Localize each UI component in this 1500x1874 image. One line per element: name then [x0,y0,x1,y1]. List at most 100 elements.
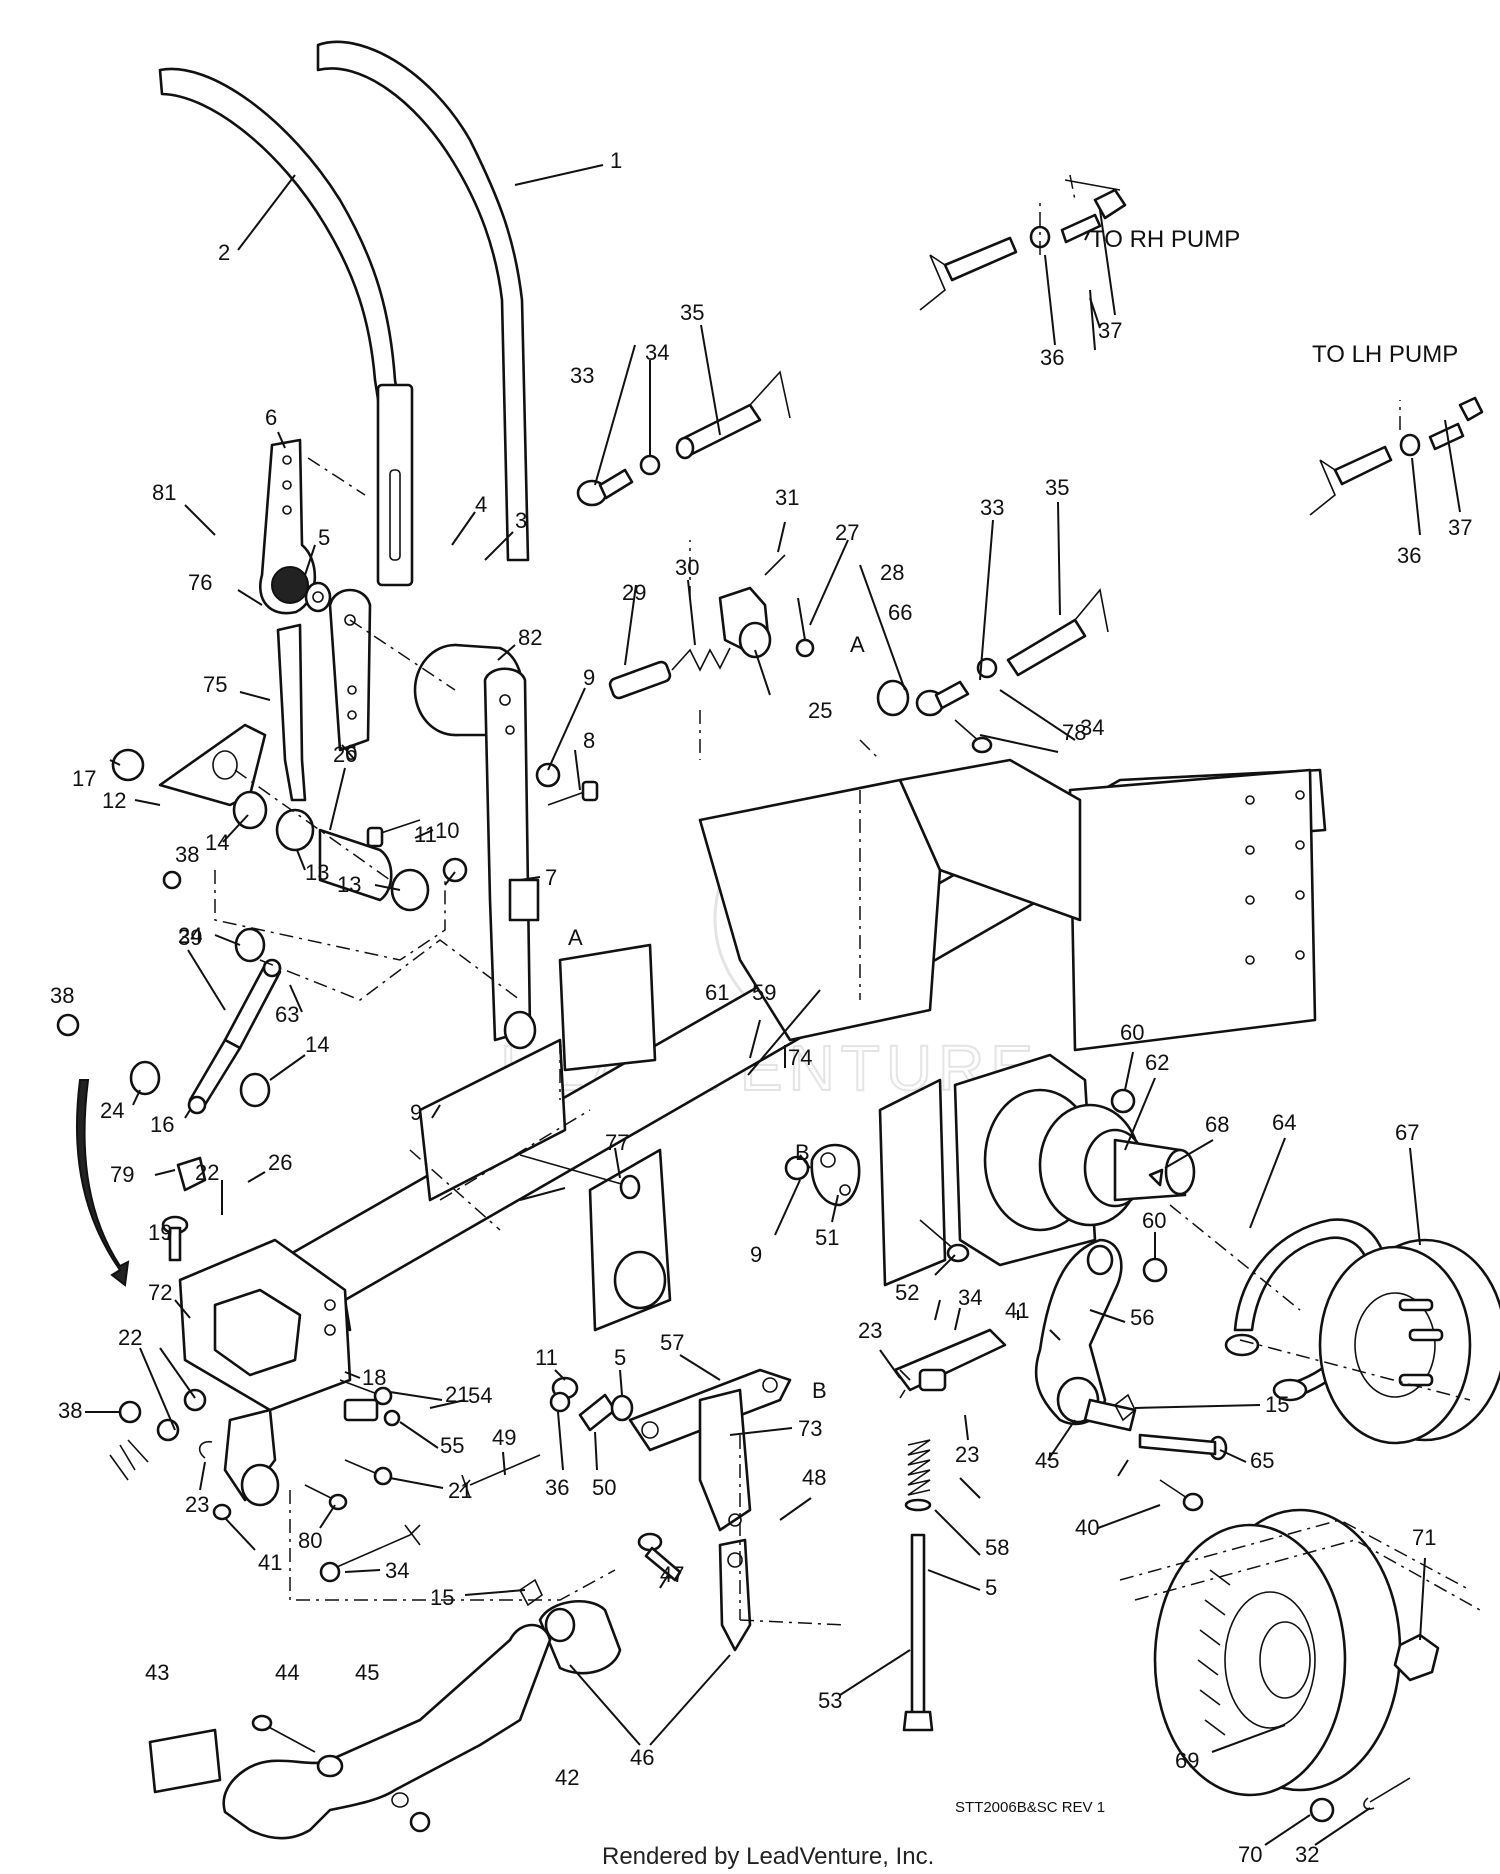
bushings-24 [129,927,266,1096]
bushing-51 [810,1143,861,1207]
callout-53: 53 [818,1688,842,1713]
callout-34-lower: 34 [385,1558,409,1583]
render-credit: Rendered by LeadVenture, Inc. [602,1843,934,1870]
callout-3: 3 [515,508,527,533]
callout-77: 77 [605,1130,629,1155]
callout-29: 29 [622,580,646,605]
callout-64: 64 [1272,1110,1296,1135]
nut-70 [1309,1797,1335,1823]
callout-30: 30 [675,555,699,580]
callout-28: 28 [880,560,904,585]
callout-47: 47 [660,1562,684,1587]
callout-9-mid: 9 [410,1100,422,1125]
callout-33-mid: 33 [980,495,1004,520]
bolt-19 [161,1215,189,1262]
callout-48: 48 [802,1465,826,1490]
control-rod-35-upper [675,370,791,460]
rod-end-33-upper [576,468,634,507]
callout-5-right: 5 [985,1575,997,1600]
callout-38-mid: 38 [50,983,74,1008]
pivot-54-55 [343,1398,401,1427]
callout-78: 78 [1062,720,1086,745]
nut-71 [1393,1633,1440,1682]
callout-16: 16 [150,1112,174,1137]
callout-61: 61 [705,980,729,1005]
washer-cluster-lower-left [109,1439,149,1481]
cotter-15-lower [518,1578,544,1607]
spring-58 [904,1439,932,1512]
callout-5-lower: 5 [614,1345,626,1370]
callout-B-upper: B [795,1140,810,1165]
callout-25: 25 [808,698,832,723]
callout-8: 8 [583,728,595,753]
callout-73: 73 [798,1416,822,1441]
callout-50: 50 [592,1475,616,1500]
callout-5: 5 [318,525,330,550]
pump-rod-rh [919,179,1127,311]
link-arm-6 [328,588,372,752]
callout-81: 81 [152,480,176,505]
callout-51: 51 [815,1225,839,1250]
callout-22b: 22 [118,1325,142,1350]
frame-crossmember [418,1038,947,1287]
callout-35-mid: 35 [1045,475,1069,500]
callout-57: 57 [660,1330,684,1355]
callout-80: 80 [298,1528,322,1553]
callout-26: 26 [268,1150,292,1175]
gas-spring-39 [187,958,282,1115]
pin-47 [637,1532,682,1582]
callout-37-lh: 37 [1448,515,1472,540]
callout-37-rh: 37 [1098,318,1122,343]
callout-11: 11 [414,822,437,847]
callout-B-lower: B [812,1378,827,1403]
callout-12: 12 [102,788,126,813]
washer-5-lower [610,1394,634,1422]
clevis-46 [538,1538,752,1675]
callout-21b: 21 [448,1478,472,1503]
callout-44: 44 [275,1660,299,1685]
callout-75: 75 [203,672,227,697]
callout-38-lower: 38 [58,1398,82,1423]
callout-36-lh: 36 [1397,543,1421,568]
callout-54: 54 [468,1383,492,1408]
nut-38-mid [56,1013,80,1037]
callout-69: 69 [1175,1748,1199,1773]
bushing-14 [239,1072,271,1108]
callout-66: 66 [888,600,912,625]
callout-7: 7 [545,865,557,890]
callout-38-upper: 38 [175,842,199,867]
callout-9-lower: 9 [750,1242,762,1267]
callout-72: 72 [148,1280,172,1305]
nut-9-lower [784,1155,810,1181]
callout-A-left: A [568,925,583,950]
callout-1: 1 [610,148,622,173]
callout-labels: 1 2 3 4 5 6 81 76 75 82 9 8 6 17 12 20 1… [50,148,1472,1867]
brake-drum-67 [1318,1238,1500,1445]
alignment-lines [214,174,1481,1626]
callout-14b: 14 [305,1032,329,1057]
control-arm-upper [259,438,317,615]
bolt-77 [519,1154,641,1200]
callout-82: 82 [518,625,542,650]
callout-31: 31 [775,485,799,510]
spacer-washer-5 [304,581,332,613]
main-frame [278,758,1327,1332]
callout-22: 22 [195,1160,219,1185]
callout-13b: 13 [337,872,361,897]
callout-56: 56 [1130,1305,1154,1330]
callout-60-upper: 60 [1120,1020,1144,1045]
note-lh-pump: TO LH PUMP [1312,341,1458,368]
drawing-ref-code: STT2006B&SC REV 1 [955,1799,1105,1816]
callout-65: 65 [1250,1448,1274,1473]
callout-67: 67 [1395,1120,1419,1145]
leader-lines [85,164,1461,1846]
nut-9-upper [535,762,561,788]
wheel-motor-62 [953,1053,1196,1267]
callout-11-lower: 11 [535,1345,558,1370]
callout-23-mid: 23 [858,1318,882,1343]
callout-59: 59 [752,980,776,1005]
control-rod-35-mid [1006,588,1109,677]
rod-end-33-mid [876,679,970,717]
shim-79 [176,1156,207,1192]
